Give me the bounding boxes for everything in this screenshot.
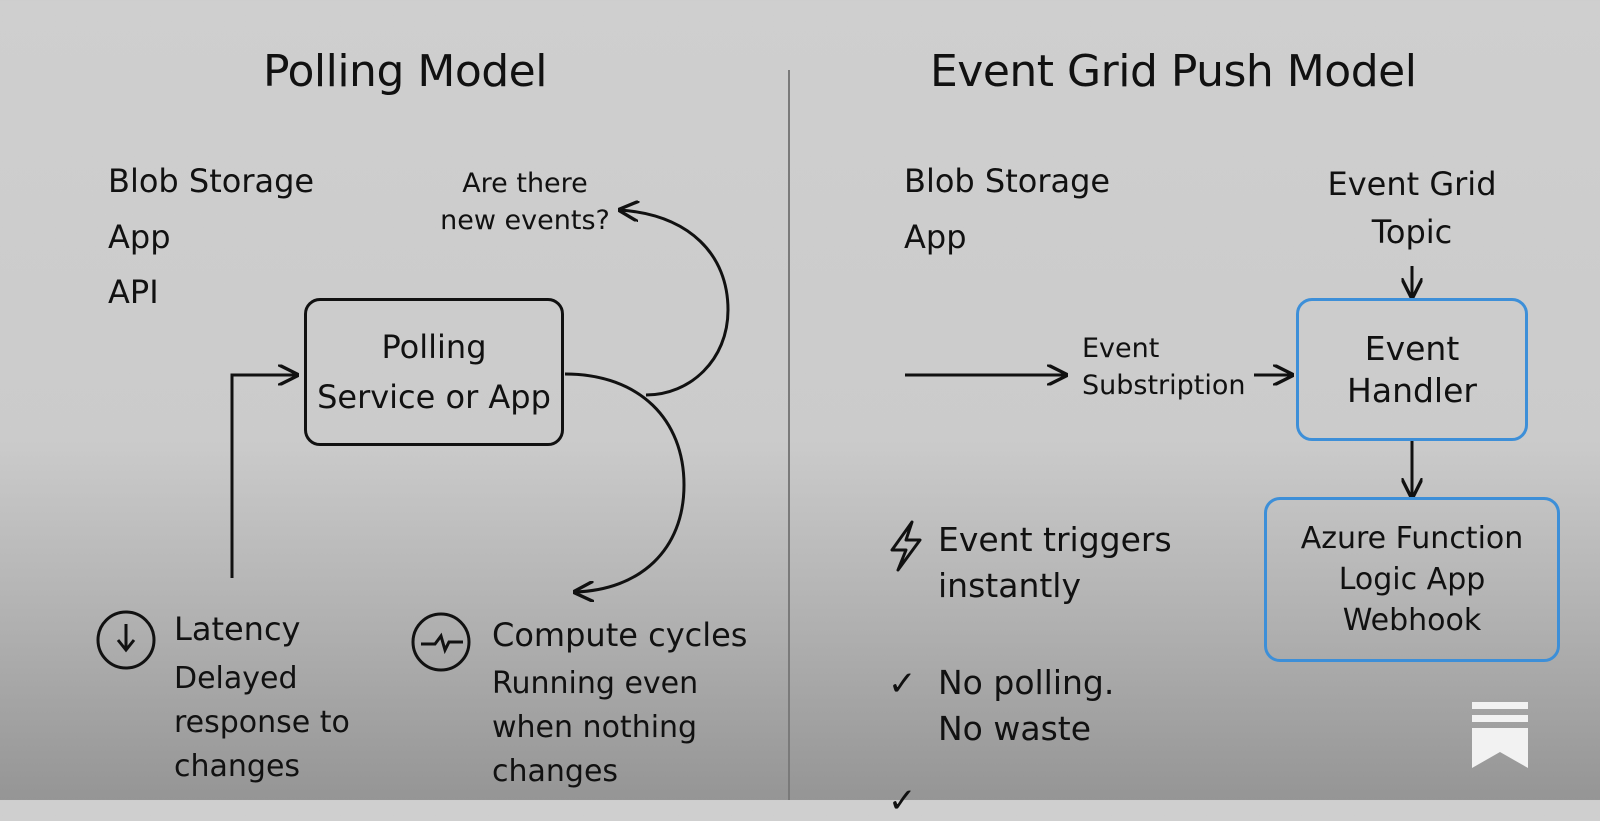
benefit-no-polling-line-1: No polling. xyxy=(938,663,1115,702)
compute-icon xyxy=(411,612,473,674)
event-grid-topic-label: Event Grid Topic xyxy=(1312,160,1512,256)
topic-line-1: Event Grid xyxy=(1327,165,1497,203)
event-subscription-label: Event Substription xyxy=(1082,330,1246,404)
target-azure-function: Azure Function xyxy=(1300,521,1524,556)
polling-service-box: Polling Service or App xyxy=(304,298,564,446)
question-line-2: new events? xyxy=(440,205,610,236)
right-source-blob: Blob Storage xyxy=(904,162,1111,200)
event-grid-title: Event Grid Push Model xyxy=(930,46,1417,97)
benefit-instant: Event triggers instantly xyxy=(938,517,1172,609)
latency-body: Delayed response to changes xyxy=(174,657,350,789)
check-icon: ✓ xyxy=(888,664,917,704)
compute-loop-arrow xyxy=(564,372,686,592)
check-icon-partial: ✓ xyxy=(888,781,917,821)
topic-line-2: Topic xyxy=(1371,213,1453,251)
subscription-line-1: Event xyxy=(1082,333,1160,364)
left-source-blob: Blob Storage xyxy=(108,162,315,200)
handler-line-1: Event xyxy=(1364,328,1460,368)
benefit-no-polling: No polling. No waste xyxy=(938,660,1114,752)
handler-targets-box: Azure Function Logic App Webhook xyxy=(1264,497,1560,662)
benefit-instant-line-1: Event triggers xyxy=(938,520,1172,559)
polling-box-line-2: Service or App xyxy=(317,378,551,416)
compute-body: Running even when nothing changes xyxy=(492,662,698,794)
question-label: Are there new events? xyxy=(420,165,630,239)
right-source-app: App xyxy=(904,218,967,256)
handler-line-2: Handler xyxy=(1347,370,1477,410)
latency-icon xyxy=(96,610,156,670)
latency-line-1: Delayed xyxy=(174,661,298,696)
left-source-api: API xyxy=(108,273,159,311)
benefit-instant-line-2: instantly xyxy=(938,566,1081,605)
bookmark-logo-icon xyxy=(1472,702,1528,768)
compute-line-1: Running even xyxy=(492,666,699,701)
latency-line-3: changes xyxy=(174,749,301,784)
question-loop-arrow xyxy=(620,210,730,397)
target-logic-app: Logic App xyxy=(1338,562,1486,597)
left-source-app: App xyxy=(108,218,171,256)
compute-heading: Compute cycles xyxy=(492,616,748,654)
compute-line-2: when nothing xyxy=(492,710,698,745)
latency-line-2: response to xyxy=(174,705,350,740)
subscription-line-2: Substription xyxy=(1082,370,1246,401)
input-arrow xyxy=(230,375,297,578)
polling-model-title: Polling Model xyxy=(263,46,547,97)
latency-heading: Latency xyxy=(174,610,301,648)
question-line-1: Are there xyxy=(462,168,588,199)
event-handler-box: Event Handler xyxy=(1296,298,1528,441)
polling-box-line-1: Polling xyxy=(381,328,487,366)
diagram-connectors xyxy=(230,70,1600,800)
compute-line-3: changes xyxy=(492,754,619,789)
target-webhook: Webhook xyxy=(1342,603,1482,638)
benefit-no-polling-line-2: No waste xyxy=(938,709,1092,748)
lightning-icon xyxy=(888,520,922,572)
